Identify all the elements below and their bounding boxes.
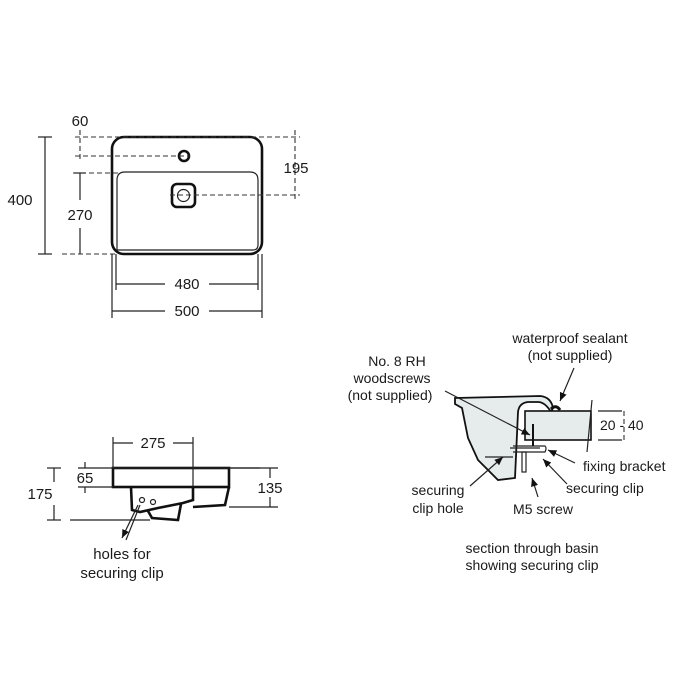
dim-bowl-width: 480	[174, 276, 199, 293]
callout-sealant: waterproof sealant	[511, 330, 627, 346]
dim-countertop-thickness: 20 - 40	[600, 417, 644, 433]
callout-sealant: (not supplied)	[528, 347, 613, 363]
callout-securing-clip: securing clip	[566, 480, 644, 496]
callout-clip-hole: securing	[412, 482, 465, 498]
dim-bowl-depth: 270	[67, 207, 92, 224]
callout-woodscrews: woodscrews	[352, 370, 430, 386]
sealant-bead	[549, 405, 562, 411]
callout-holes: securing clip	[80, 565, 163, 582]
callout-m5-screw: M5 screw	[513, 501, 574, 517]
section-caption: showing securing clip	[465, 557, 598, 573]
callout-woodscrews: No. 8 RH	[368, 353, 426, 369]
section-caption: section through basin	[465, 540, 598, 556]
waste-trap	[146, 503, 183, 522]
dim-front-width: 275	[140, 435, 165, 452]
waste-outlet	[170, 182, 197, 209]
dim-waste-offset: 195	[283, 160, 308, 177]
dim-rear-height: 135	[257, 480, 282, 497]
basin-body	[129, 486, 231, 514]
callout-woodscrews: (not supplied)	[348, 387, 433, 403]
callout-clip-hole: clip hole	[412, 500, 464, 516]
callout-holes: holes for	[93, 546, 151, 563]
section-view: waterproof sealant (not supplied) No. 8 …	[348, 330, 666, 573]
dim-overall-height: 175	[27, 486, 52, 503]
basin-rim	[111, 466, 231, 489]
dim-overall-depth: 400	[7, 192, 32, 209]
countertop	[524, 410, 592, 441]
dim-rim-height: 65	[77, 470, 94, 487]
side-view: 275 65 175 135 holes for securing clip	[27, 435, 282, 582]
dim-tap-offset: 60	[72, 113, 89, 130]
top-view: 400 270 60 195 480 500	[7, 113, 308, 320]
dim-overall-width: 500	[174, 303, 199, 320]
callout-fixing-bracket: fixing bracket	[583, 458, 666, 474]
basin-section	[454, 395, 554, 481]
bowl-outline	[116, 171, 259, 251]
